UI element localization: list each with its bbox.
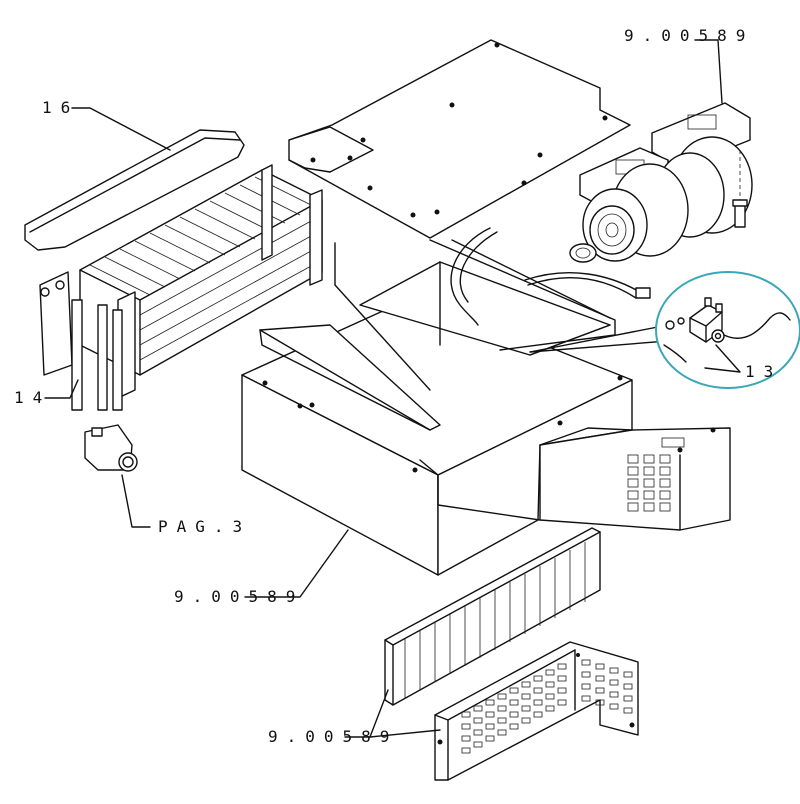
label-part-16: 16: [42, 98, 80, 117]
label-part-14: 14: [14, 388, 52, 407]
filter-pad: [24, 129, 245, 251]
top-cover-plate: [288, 39, 631, 239]
label-part-bottom: 9.00589: [268, 727, 399, 746]
expansion-valve: [84, 424, 138, 472]
main-housing: [241, 261, 731, 576]
wire-harness: [429, 227, 651, 351]
heater-core: [39, 164, 323, 411]
blower-assembly: [569, 102, 753, 263]
label-part-center: 9.00589: [174, 587, 305, 606]
label-page-ref: PAG.3: [158, 517, 252, 536]
grille-cover: [434, 641, 639, 781]
label-part-13: 13: [745, 362, 783, 381]
callout-detail-13: [655, 271, 800, 389]
guide-lines: [334, 242, 681, 391]
air-filter-panel: [384, 527, 601, 706]
label-part-top-right: 9.00589: [624, 26, 755, 45]
leader-lines: [44, 39, 741, 738]
